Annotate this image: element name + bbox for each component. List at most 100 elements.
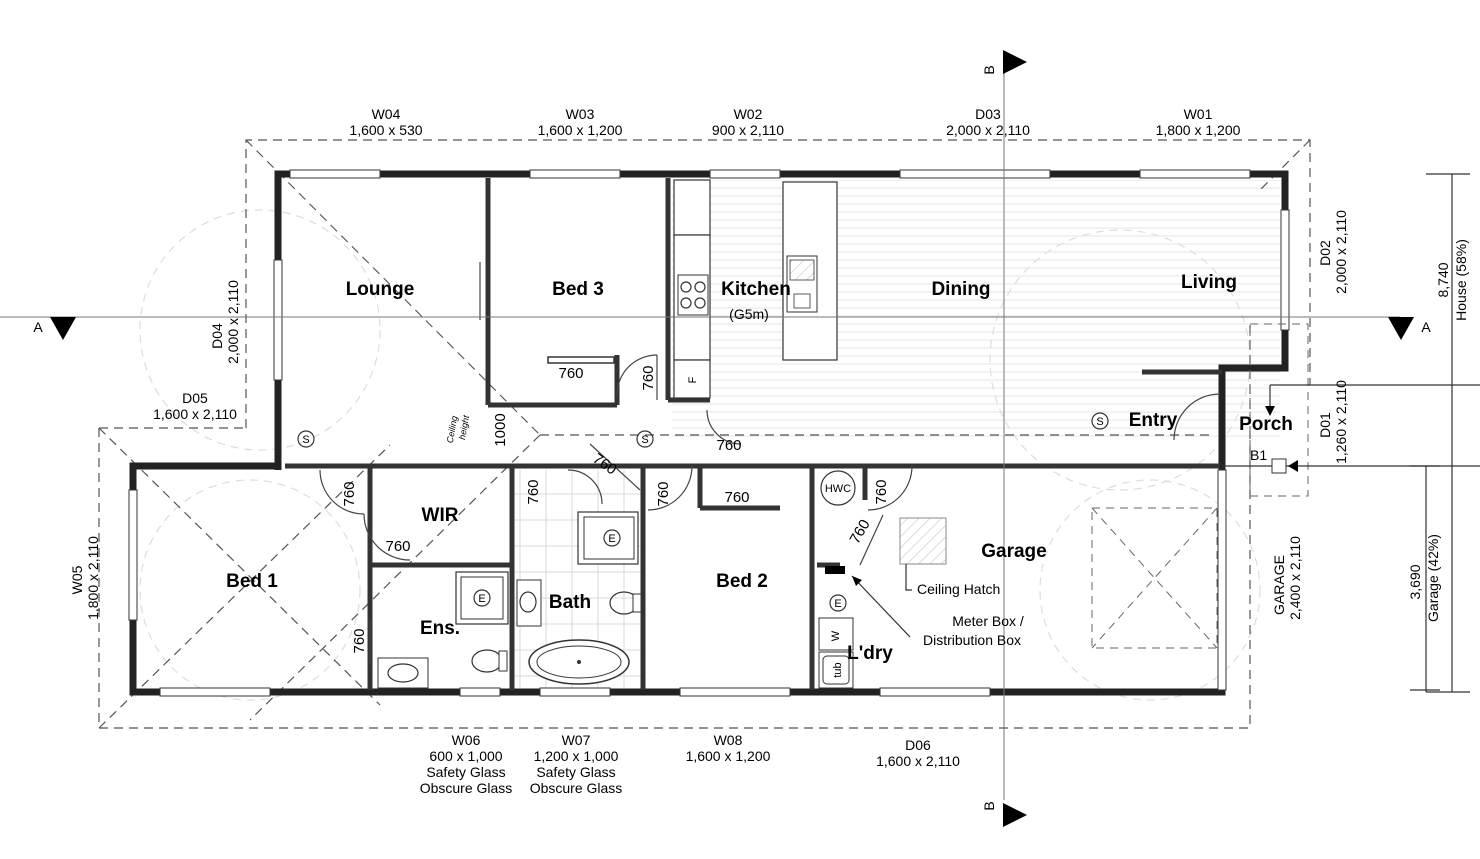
bathroom-fixtures xyxy=(377,511,642,689)
dim-ldry-door: 760 xyxy=(873,479,890,504)
extract-fan-icon: E xyxy=(829,594,847,612)
svg-text:E: E xyxy=(608,533,615,545)
top-window-frames xyxy=(128,169,1290,697)
laundry-fixtures xyxy=(818,470,856,689)
window-note2-w07: Obscure Glass xyxy=(530,780,623,796)
dimension-lines xyxy=(1410,173,1470,693)
door-code-d01: D01 xyxy=(1317,412,1333,438)
window-code-w08: W08 xyxy=(714,732,743,748)
svg-text:S: S xyxy=(641,434,648,446)
window-code-w04: W04 xyxy=(372,106,401,122)
dim-ldry-diag: 760 xyxy=(846,517,873,547)
room-label-bed1: Bed 1 xyxy=(226,571,278,592)
kitchen-note: (G5m) xyxy=(729,306,769,322)
smoke-detector-icon: S xyxy=(1091,412,1109,430)
door-size-d05: 1,600 x 2,110 xyxy=(153,406,237,422)
door-size-d06: 1,600 x 2,110 xyxy=(876,753,960,769)
door-size-garage: 2,400 x 2,110 xyxy=(1287,536,1303,620)
window-code-w05: W05 xyxy=(69,565,85,594)
window-size-w05: 1,800 x 2,110 xyxy=(85,536,101,620)
total-dim-label: House (58%) xyxy=(1453,239,1469,321)
door-code-d04: D04 xyxy=(209,323,225,349)
door-size-d01: 1,260 x 2,110 xyxy=(1333,380,1349,464)
garage-dim-label: Garage (42%) xyxy=(1425,534,1441,622)
svg-text:E: E xyxy=(834,598,841,610)
meter-box-label-2: Distribution Box xyxy=(923,632,1021,648)
window-size-w01: 1,800 x 1,200 xyxy=(1156,122,1241,138)
window-note2-w06: Obscure Glass xyxy=(420,780,513,796)
washer-label: W xyxy=(830,630,842,641)
window-size-w03: 1,600 x 1,200 xyxy=(538,122,623,138)
room-label-lounge: Lounge xyxy=(346,279,415,300)
room-label-laundry: L'dry xyxy=(847,643,893,664)
dim-bed2-door: 760 xyxy=(724,489,749,506)
svg-text:S: S xyxy=(302,434,309,446)
window-code-w06: W06 xyxy=(452,732,481,748)
door-size-d02: 2,000 x 2,110 xyxy=(1333,210,1349,294)
total-dim: 8,740 xyxy=(1435,262,1451,297)
garage-dim: 3,690 xyxy=(1407,564,1423,599)
room-label-ens: Ens. xyxy=(420,618,460,639)
room-label-garage: Garage xyxy=(981,541,1046,562)
door-swings xyxy=(319,262,1221,665)
dim-bed3-door: 760 xyxy=(558,365,583,382)
window-size-w07: 1,200 x 1,000 xyxy=(534,748,619,764)
garage-features xyxy=(851,507,1218,649)
room-label-bath: Bath xyxy=(549,592,591,613)
room-label-wir: WIR xyxy=(422,505,459,526)
ceiling-height-label-2: height xyxy=(457,414,471,440)
extract-fan-icon: E xyxy=(603,529,621,547)
section-a-left: A xyxy=(33,319,43,335)
window-code-w03: W03 xyxy=(566,106,595,122)
door-code-garage: GARAGE xyxy=(1271,555,1287,615)
window-size-w04: 1,600 x 530 xyxy=(349,122,422,138)
room-label-bed2: Bed 2 xyxy=(716,571,768,592)
smoke-detector-icon: S xyxy=(297,430,315,448)
ceiling-height-label-1: Ceiling xyxy=(445,415,460,444)
window-code-w01: W01 xyxy=(1184,106,1213,122)
section-b-bottom: B xyxy=(981,801,997,810)
dim-kitchen-door: 760 xyxy=(716,437,741,454)
door-code-d02: D02 xyxy=(1317,240,1333,266)
svg-text:S: S xyxy=(1096,416,1103,428)
door-code-d05: D05 xyxy=(182,390,208,406)
svg-text:E: E xyxy=(478,593,485,605)
b1-label: B1 xyxy=(1250,447,1267,463)
dim-kitchen-side: 760 xyxy=(640,365,657,390)
hwc-label: HWC xyxy=(825,483,851,495)
porch-detail xyxy=(1222,323,1480,497)
dim-ens-door: 760 xyxy=(351,628,368,653)
door-code-d03: D03 xyxy=(975,106,1001,122)
door-code-d06: D06 xyxy=(905,737,931,753)
section-lines xyxy=(0,50,1414,827)
section-b-top: B xyxy=(981,65,997,74)
kitchen-fixtures xyxy=(547,179,838,399)
section-a-right: A xyxy=(1421,319,1431,335)
window-code-w02: W02 xyxy=(734,106,763,122)
room-label-dining: Dining xyxy=(931,279,990,300)
extract-fan-icon: E xyxy=(473,589,491,607)
room-label-entry: Entry xyxy=(1129,410,1178,431)
window-size-w02: 900 x 2,110 xyxy=(712,122,784,138)
window-size-w08: 1,600 x 1,200 xyxy=(686,748,771,764)
room-label-bed3: Bed 3 xyxy=(552,279,604,300)
dim-bath-door: 760 xyxy=(655,481,672,506)
room-label-porch: Porch xyxy=(1239,414,1293,435)
window-note1-w06: Safety Glass xyxy=(426,764,505,780)
dim-wir-right: 760 xyxy=(525,479,542,504)
dim-lounge-door: 760 xyxy=(341,481,358,506)
door-size-d04: 2,000 x 2,110 xyxy=(225,280,241,364)
door-size-d03: 2,000 x 2,110 xyxy=(946,122,1030,138)
roof-outline xyxy=(98,139,1311,729)
dim-hall-1000: 1000 xyxy=(492,413,509,446)
meter-box-label-1: Meter Box / xyxy=(952,613,1024,629)
ceiling-hatch-label: Ceiling Hatch xyxy=(917,581,1000,597)
fridge-label: F xyxy=(687,376,699,383)
room-label-living: Living xyxy=(1181,272,1237,293)
open-plan-floor xyxy=(672,180,1280,438)
room-label-kitchen: Kitchen xyxy=(721,279,791,300)
smoke-detector-icon: S xyxy=(636,430,654,448)
tub-label: tub xyxy=(832,662,844,677)
window-note1-w07: Safety Glass xyxy=(536,764,615,780)
